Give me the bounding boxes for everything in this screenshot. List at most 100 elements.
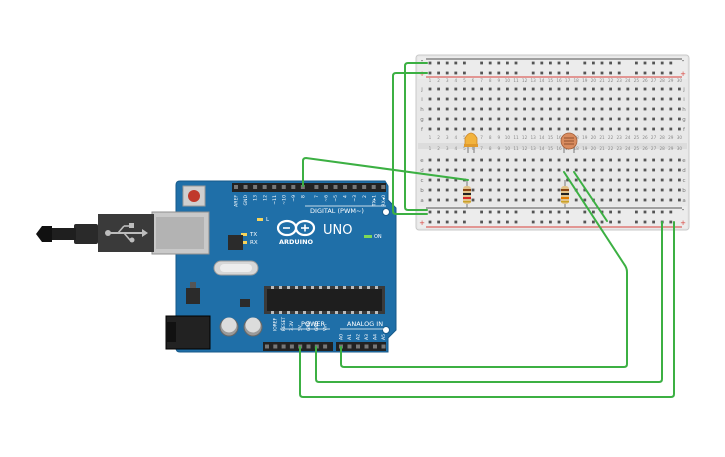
rail-hole[interactable] xyxy=(592,71,595,75)
breadboard-hole[interactable] xyxy=(600,107,604,111)
rail-hole[interactable] xyxy=(497,220,501,224)
breadboard-hole[interactable] xyxy=(557,127,561,131)
rail-hole[interactable] xyxy=(635,71,638,75)
rail-hole[interactable] xyxy=(428,71,432,75)
breadboard-hole[interactable] xyxy=(549,158,552,162)
breadboard-hole[interactable] xyxy=(643,198,647,202)
breadboard-hole[interactable] xyxy=(592,178,595,182)
breadboard-hole[interactable] xyxy=(531,127,535,131)
digital-pin-hole[interactable] xyxy=(262,185,267,189)
breadboard-hole[interactable] xyxy=(583,107,587,111)
breadboard-hole[interactable] xyxy=(488,127,492,131)
breadboard-hole[interactable] xyxy=(514,198,518,202)
breadboard-hole[interactable] xyxy=(463,87,466,91)
breadboard-hole[interactable] xyxy=(523,198,526,202)
breadboard-hole[interactable] xyxy=(678,168,681,172)
breadboard-hole[interactable] xyxy=(600,97,604,101)
breadboard-hole[interactable] xyxy=(626,198,630,202)
breadboard-hole[interactable] xyxy=(609,117,612,121)
breadboard-hole[interactable] xyxy=(471,168,475,172)
rail-hole[interactable] xyxy=(454,210,458,214)
breadboard-hole[interactable] xyxy=(480,158,483,162)
wire-pin9-to-led[interactable] xyxy=(302,157,469,187)
breadboard-hole[interactable] xyxy=(437,188,440,192)
breadboard-hole[interactable] xyxy=(609,97,612,101)
breadboard-hole[interactable] xyxy=(454,117,458,121)
breadboard-hole[interactable] xyxy=(471,87,475,91)
breadboard-hole[interactable] xyxy=(488,97,492,101)
led[interactable] xyxy=(464,132,478,153)
rail-hole[interactable] xyxy=(531,220,535,224)
rail-hole[interactable] xyxy=(609,61,612,65)
breadboard-hole[interactable] xyxy=(617,87,621,91)
breadboard-hole[interactable] xyxy=(626,178,630,182)
breadboard-hole[interactable] xyxy=(566,158,569,162)
reset-button[interactable] xyxy=(188,190,200,202)
wire-top-rail-negative-to-bottom-rail[interactable] xyxy=(404,62,428,211)
breadboard-hole[interactable] xyxy=(531,107,535,111)
rail-hole[interactable] xyxy=(643,71,647,75)
breadboard-hole[interactable] xyxy=(652,117,655,121)
breadboard-hole[interactable] xyxy=(583,198,587,202)
breadboard-hole[interactable] xyxy=(574,97,578,101)
breadboard-hole[interactable] xyxy=(660,188,664,192)
rail-hole[interactable] xyxy=(609,71,612,75)
breadboard-hole[interactable] xyxy=(540,198,544,202)
breadboard-hole[interactable] xyxy=(471,178,475,182)
breadboard-hole[interactable] xyxy=(660,158,664,162)
rail-hole[interactable] xyxy=(540,71,544,75)
breadboard-hole[interactable] xyxy=(669,107,673,111)
power-pin-hole[interactable] xyxy=(323,344,328,349)
breadboard-hole[interactable] xyxy=(669,178,673,182)
rail-hole[interactable] xyxy=(669,220,673,224)
breadboard-hole[interactable] xyxy=(566,127,569,131)
breadboard-hole[interactable] xyxy=(445,107,449,111)
breadboard-hole[interactable] xyxy=(660,178,664,182)
breadboard-hole[interactable] xyxy=(592,158,595,162)
breadboard-hole[interactable] xyxy=(497,178,501,182)
rail-hole[interactable] xyxy=(454,220,458,224)
resistor-led[interactable] xyxy=(463,180,471,208)
breadboard-hole[interactable] xyxy=(660,97,664,101)
breadboard-hole[interactable] xyxy=(678,188,681,192)
breadboard-hole[interactable] xyxy=(617,127,621,131)
breadboard-hole[interactable] xyxy=(566,117,569,121)
breadboard-hole[interactable] xyxy=(549,107,552,111)
breadboard-hole[interactable] xyxy=(574,198,578,202)
rail-hole[interactable] xyxy=(514,220,518,224)
breadboard-hole[interactable] xyxy=(592,97,595,101)
breadboard-hole[interactable] xyxy=(531,97,535,101)
breadboard-hole[interactable] xyxy=(652,127,655,131)
breadboard-hole[interactable] xyxy=(669,158,673,162)
rail-hole[interactable] xyxy=(428,220,432,224)
breadboard-hole[interactable] xyxy=(428,97,432,101)
breadboard-hole[interactable] xyxy=(652,198,655,202)
rail-hole[interactable] xyxy=(445,71,449,75)
breadboard-hole[interactable] xyxy=(437,97,440,101)
breadboard-hole[interactable] xyxy=(678,97,681,101)
rail-hole[interactable] xyxy=(652,210,655,214)
wire-gnd-to-rail[interactable] xyxy=(315,221,663,383)
breadboard-hole[interactable] xyxy=(514,87,518,91)
breadboard-hole[interactable] xyxy=(540,97,544,101)
breadboard-hole[interactable] xyxy=(497,188,501,192)
breadboard-hole[interactable] xyxy=(643,117,647,121)
breadboard-hole[interactable] xyxy=(557,168,561,172)
breadboard-hole[interactable] xyxy=(531,117,535,121)
rail-hole[interactable] xyxy=(652,71,655,75)
breadboard-hole[interactable] xyxy=(523,178,526,182)
breadboard-hole[interactable] xyxy=(445,87,449,91)
breadboard-hole[interactable] xyxy=(488,178,492,182)
breadboard-hole[interactable] xyxy=(480,107,483,111)
breadboard-hole[interactable] xyxy=(480,198,483,202)
power-pin-hole[interactable] xyxy=(265,344,269,349)
rail-hole[interactable] xyxy=(445,61,449,65)
analog-pin-hole[interactable] xyxy=(356,344,360,349)
breadboard-hole[interactable] xyxy=(626,107,630,111)
breadboard-hole[interactable] xyxy=(497,168,501,172)
bottom-header-pins[interactable] xyxy=(265,344,386,349)
breadboard-hole[interactable] xyxy=(566,97,569,101)
breadboard-hole[interactable] xyxy=(480,178,483,182)
resistor-photoresistor[interactable] xyxy=(561,180,569,208)
breadboard-hole[interactable] xyxy=(652,107,655,111)
